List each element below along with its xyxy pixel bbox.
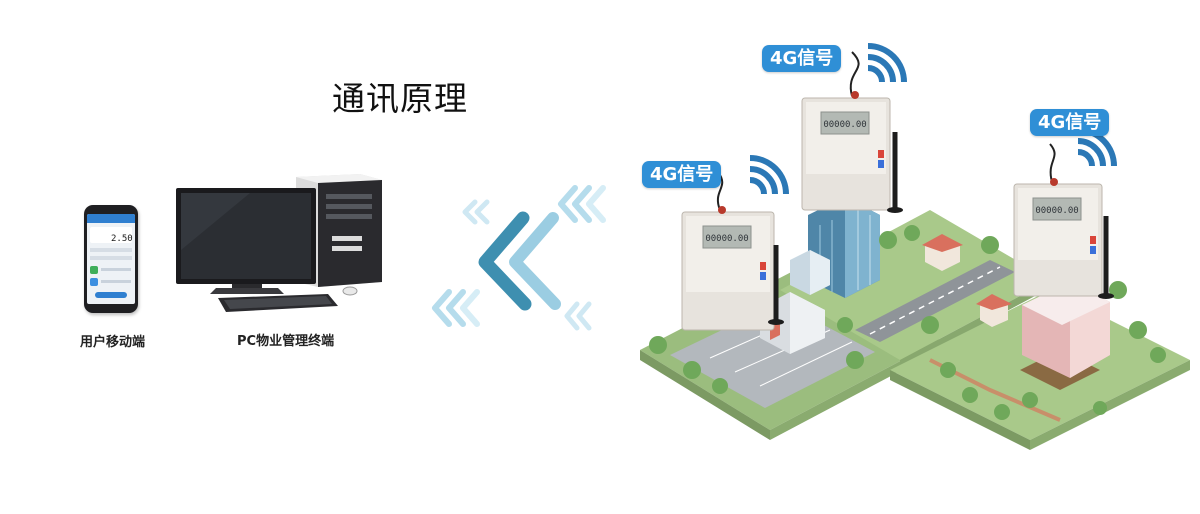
small-chevron (564, 301, 580, 331)
big-chevron-back (509, 212, 561, 310)
big-chevron-front (478, 211, 532, 311)
caption-mobile: 用户移动端 (80, 335, 146, 350)
trees (649, 225, 1166, 420)
phone-line (101, 268, 131, 271)
badge-4g-left: 4G信号 (642, 161, 722, 188)
badge-4g-center: 4G信号 (762, 45, 842, 72)
wireless-arrows (432, 185, 606, 331)
small-chevron (460, 289, 480, 327)
city-scene: 00000.00 00000.00 00000.00 (640, 43, 1190, 450)
phone-button (95, 292, 127, 298)
pc-monitor (176, 188, 316, 294)
phone-line (90, 248, 132, 252)
small-chevron (576, 301, 592, 331)
meter-right: 00000.00 (1013, 143, 1114, 299)
phone-blue-icon (90, 278, 98, 286)
phone-app-header (87, 214, 135, 223)
meter-right-reading: 00000.00 (1035, 206, 1078, 216)
pc-keyboard (218, 294, 338, 312)
small-chevron (462, 199, 478, 225)
pc-mouse (342, 286, 358, 296)
small-chevron (474, 199, 490, 225)
pc-tower (296, 174, 382, 287)
pc-computer (176, 174, 382, 312)
meter-left: 00000.00 (681, 171, 784, 331)
phone-screen: 2.50 (87, 214, 135, 304)
small-chevron (446, 289, 466, 327)
small-chevron (558, 185, 578, 223)
phone-line (101, 280, 131, 283)
phone-reading: 2.50 (111, 234, 133, 244)
meter-center-reading: 00000.00 (823, 120, 866, 130)
phone-reading-card (90, 227, 132, 243)
meter-center: 00000.00 (801, 51, 903, 213)
badge-4g-right: 4G信号 (1030, 109, 1110, 136)
small-chevron (572, 185, 592, 223)
small-chevron (432, 289, 452, 327)
phone-line (90, 256, 132, 260)
phone-green-icon (90, 266, 98, 274)
caption-pc: PC物业管理终端 (237, 334, 335, 349)
signal-waves (749, 43, 1117, 195)
buildings (760, 197, 1110, 378)
small-chevron (586, 185, 606, 223)
meter-left-reading: 00000.00 (705, 234, 748, 244)
page-title: 通讯原理 (332, 79, 468, 118)
mobile-phone: 2.50 (84, 205, 138, 313)
